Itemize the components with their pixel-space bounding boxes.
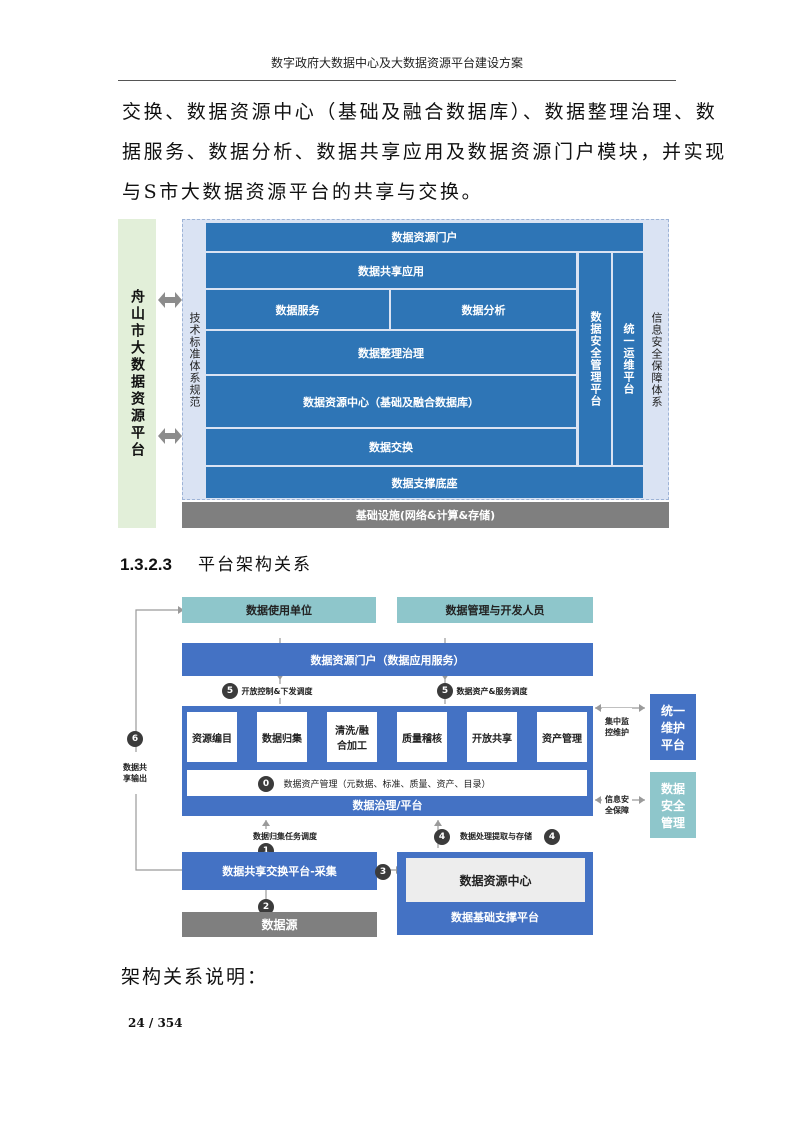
step-2-badge: 2 [258,899,274,915]
tech-standard-label: 技术标准体系规范 [188,312,201,408]
arrow-head-icon [595,796,601,804]
security-mgmt-label: 数据安全管理平台 [589,311,602,407]
double-arrow-icon [158,428,182,444]
module-asset: 资产管理 [537,712,587,762]
arrow-head-icon [595,704,601,712]
exchange-platform-box: 数据共享交换平台-采集 [182,852,377,890]
exchange-arrows [158,292,182,444]
module-open-share: 开放共享 [467,712,517,762]
asset-mgmt-label: 数据资产管理（元数据、标准、质量、资产、目录） [283,779,491,790]
header-divider [118,80,676,81]
portal-box: 数据资源门户 [206,223,643,251]
resource-center-box: 数据资源中心 [406,858,585,902]
module-cleansing: 清洗/融合加工 [327,712,377,762]
section-title: 平台架构关系 [198,555,312,575]
data-analysis-box: 数据分析 [391,290,576,329]
ops-platform-box: 统一维护平台 [650,694,696,760]
asset-mgmt-bar: 数据资产管理（元数据、标准、质量、资产、目录） [187,770,587,796]
info-security-box: 信息安全保障 [602,785,632,825]
double-arrow-icon [158,292,182,308]
label-asset-dispatch: 数据资产&服务调度 [437,684,547,698]
support-platform-label: 数据基础支撑平台 [451,911,539,924]
step-4b-badge: 4 [544,829,560,845]
module-quality: 质量稽核 [397,712,447,762]
paragraph-line: 与S市大数据资源平台的共享与交换。 [122,181,484,203]
label-text: 数据资产&服务调度 [456,686,528,696]
arrow-head-icon [262,820,270,826]
body-paragraph: 交换、数据资源中心（基础及融合数据库）、数据整理治理、数 据服务、数据分析、数据… [122,92,727,212]
page-header: 数字政府大数据中心及大数据资源平台建设方案 [270,56,523,70]
info-security-label: 信息安全保障体系 [650,312,663,408]
governance-platform-box: 数据治理/平台 [182,706,593,816]
sharing-app-box: 数据共享应用 [206,253,576,288]
support-base-box: 数据支撑底座 [206,467,643,498]
info-security-column: 信息安全保障体系 [645,222,667,498]
step-4a-badge: 4 [434,829,450,845]
paragraph-line: 交换、数据资源中心（基础及融合数据库）、数据整理治理、数 [122,101,718,123]
section-heading: 1.3.2.3 平台架构关系 [120,550,312,575]
paragraph-line: 据服务、数据分析、数据共享应用及数据资源门户模块，并实现 [122,141,727,163]
ops-column: 统一运维平台 [613,253,643,465]
arrow-head-icon [178,606,184,614]
resource-center-box: 数据资源中心（基础及融合数据库） [206,376,576,427]
arrow-head-icon [434,820,442,826]
left-platform-label: 舟山市大数据资源平台 [129,288,145,459]
page-number: 24 / 354 [128,1016,183,1030]
infrastructure-bar: 基础设施(网络&计算&存储) [182,502,669,528]
step-3-badge: 3 [375,864,391,880]
label-control-dispatch: 开放控制&下发调度 [222,684,332,698]
architecture-note-heading: 架构关系说明： [121,966,269,988]
data-users-box: 数据使用单位 [182,597,376,623]
label-processing-storage: 数据处理提取与存储 [453,829,539,843]
label-text: 数据处理提取与存储 [460,831,532,841]
governance-box: 数据整理治理 [206,331,576,374]
share-output-box: 数据共享输出 [121,752,149,794]
label-collection-dispatch: 数据归集任务调度 [242,829,328,843]
security-mgmt-column: 数据安全管理平台 [579,253,611,465]
label-text: 数据归集任务调度 [253,831,317,841]
ops-label: 统一运维平台 [622,323,635,395]
security-mgmt-box: 数据安全管理 [650,772,696,838]
module-catalog: 资源编目 [187,712,237,762]
step-0-badge: 0 [258,776,274,792]
module-collection: 数据归集 [257,712,307,762]
step-5b-badge: 5 [437,683,453,699]
exchange-box: 数据交换 [206,429,576,465]
data-service-box: 数据服务 [206,290,389,329]
step-6-badge: 6 [127,731,143,747]
arrow-head-icon [639,704,645,712]
monitor-box: 集中监控维护 [602,708,632,746]
arrow-head-icon [639,796,645,804]
governance-platform-label: 数据治理/平台 [352,799,423,812]
left-platform-panel: 舟山市大数据资源平台 [118,219,156,528]
data-source-box: 数据源 [182,912,377,937]
step-5a-badge: 5 [222,683,238,699]
tech-standard-column: 技术标准体系规范 [184,222,204,498]
admins-box: 数据管理与开发人员 [397,597,593,623]
label-text: 开放控制&下发调度 [241,686,313,696]
section-number: 1.3.2.3 [120,555,172,574]
portal-service-box: 数据资源门户（数据应用服务） [182,643,593,676]
